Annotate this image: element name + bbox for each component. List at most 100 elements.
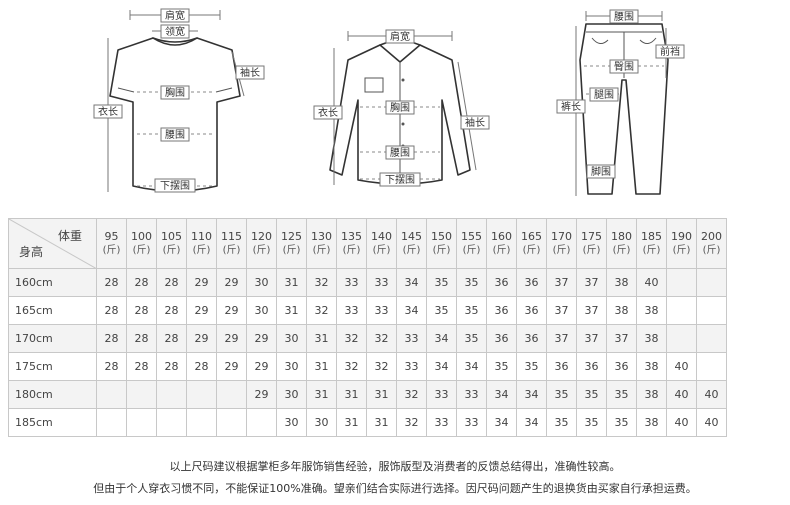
- size-cell: 36: [486, 268, 517, 297]
- size-cell: 30: [246, 296, 277, 325]
- size-cell: 35: [486, 352, 517, 381]
- size-cell: [186, 408, 217, 437]
- size-cell: [666, 268, 697, 297]
- weight-header-cell: 175(斤): [576, 218, 607, 269]
- weight-heading: 体重: [57, 229, 82, 243]
- height-cell: 170cm: [8, 324, 97, 353]
- tshirt-sleeve-label: 袖长: [240, 66, 260, 79]
- size-cell: 32: [366, 324, 397, 353]
- size-cell: 34: [486, 380, 517, 409]
- weight-value: 175: [581, 229, 602, 243]
- size-cell: 34: [486, 408, 517, 437]
- size-cell: 35: [426, 268, 457, 297]
- size-cell: 38: [606, 268, 637, 297]
- size-cell: 32: [306, 268, 337, 297]
- size-cell: 33: [336, 296, 367, 325]
- size-cell: 29: [216, 324, 247, 353]
- size-cell: [696, 296, 727, 325]
- size-cell: 40: [666, 380, 697, 409]
- pants-waist-label: 腰围: [614, 11, 634, 23]
- weight-value: 140: [371, 229, 392, 243]
- size-cell: 36: [516, 324, 547, 353]
- weight-header-cell: 145(斤): [396, 218, 427, 269]
- weight-unit: (斤): [372, 244, 391, 256]
- weight-value: 145: [401, 229, 422, 243]
- size-cell: 35: [576, 408, 607, 437]
- shirt-sleeve-label: 袖长: [465, 116, 485, 129]
- size-cell: 32: [396, 408, 427, 437]
- size-cell: 30: [276, 408, 307, 437]
- size-cell: 29: [246, 352, 277, 381]
- weight-value: 110: [191, 229, 212, 243]
- size-cell: 36: [606, 352, 637, 381]
- weight-header-cell: 120(斤): [246, 218, 277, 269]
- weight-value: 180: [611, 229, 632, 243]
- size-cell: [666, 296, 697, 325]
- weight-unit: (斤): [402, 244, 421, 256]
- size-cell: 30: [276, 352, 307, 381]
- table-corner-cell: 体重身高: [8, 218, 97, 269]
- size-cell: 29: [246, 380, 277, 409]
- size-cell: 37: [606, 324, 637, 353]
- size-cell: 29: [246, 324, 277, 353]
- size-cell: 34: [426, 352, 457, 381]
- size-cell: [246, 408, 277, 437]
- note-line-2: 但由于个人穿衣习惯不同，不能保证100%准确。望亲们结合实际进行选择。因尺码问题…: [93, 482, 697, 495]
- weight-value: 170: [551, 229, 572, 243]
- size-cell: 31: [336, 380, 367, 409]
- weight-unit: (斤): [612, 244, 631, 256]
- size-cell: 38: [636, 408, 667, 437]
- size-cell: [156, 380, 187, 409]
- tshirt-length-label: 衣长: [98, 105, 118, 118]
- size-cell: 29: [186, 268, 217, 297]
- weight-unit: (斤): [102, 244, 121, 256]
- weight-header-cell: 155(斤): [456, 218, 487, 269]
- size-notes: 以上尺码建议根据掌柜多年服饰销售经验，服饰版型及消费者的反馈总结得出，准确性较高…: [0, 458, 790, 502]
- weight-header-cell: 125(斤): [276, 218, 307, 269]
- height-cell: 180cm: [8, 380, 97, 409]
- size-cell: 35: [456, 296, 487, 325]
- size-cell: [126, 380, 157, 409]
- size-cell: 31: [306, 352, 337, 381]
- shirt-shoulder-label: 肩宽: [390, 30, 410, 43]
- size-cell: 37: [546, 324, 577, 353]
- size-cell: 31: [336, 408, 367, 437]
- shirt-waist-label: 腰围: [390, 147, 410, 159]
- size-cell: 37: [576, 296, 607, 325]
- size-cell: [666, 324, 697, 353]
- size-cell: 36: [576, 352, 607, 381]
- size-cell: 36: [516, 296, 547, 325]
- size-cell: 36: [546, 352, 577, 381]
- weight-header-cell: 140(斤): [366, 218, 397, 269]
- size-cell: 28: [96, 324, 127, 353]
- size-cell: 35: [606, 380, 637, 409]
- size-cell: [696, 268, 727, 297]
- size-cell: 28: [156, 352, 187, 381]
- height-cell: 175cm: [8, 352, 97, 381]
- weight-unit: (斤): [582, 244, 601, 256]
- size-cell: 29: [186, 296, 217, 325]
- size-cell: 35: [456, 268, 487, 297]
- size-cell: 30: [306, 408, 337, 437]
- weight-header-cell: 150(斤): [426, 218, 457, 269]
- size-cell: 28: [156, 296, 187, 325]
- shirt-chest-label: 胸围: [390, 101, 410, 114]
- size-cell: 38: [606, 296, 637, 325]
- weight-value: 150: [431, 229, 452, 243]
- weight-value: 100: [131, 229, 152, 243]
- size-cell: 35: [516, 352, 547, 381]
- size-cell: 34: [516, 380, 547, 409]
- weight-unit: (斤): [282, 244, 301, 256]
- size-cell: 36: [486, 296, 517, 325]
- size-cell: [216, 408, 247, 437]
- size-cell: 38: [636, 380, 667, 409]
- height-cell: 165cm: [8, 296, 97, 325]
- size-cell: [126, 408, 157, 437]
- size-cell: 37: [546, 268, 577, 297]
- size-cell: 31: [276, 296, 307, 325]
- corner-diagonal-line: [9, 219, 97, 269]
- size-cell: 28: [96, 268, 127, 297]
